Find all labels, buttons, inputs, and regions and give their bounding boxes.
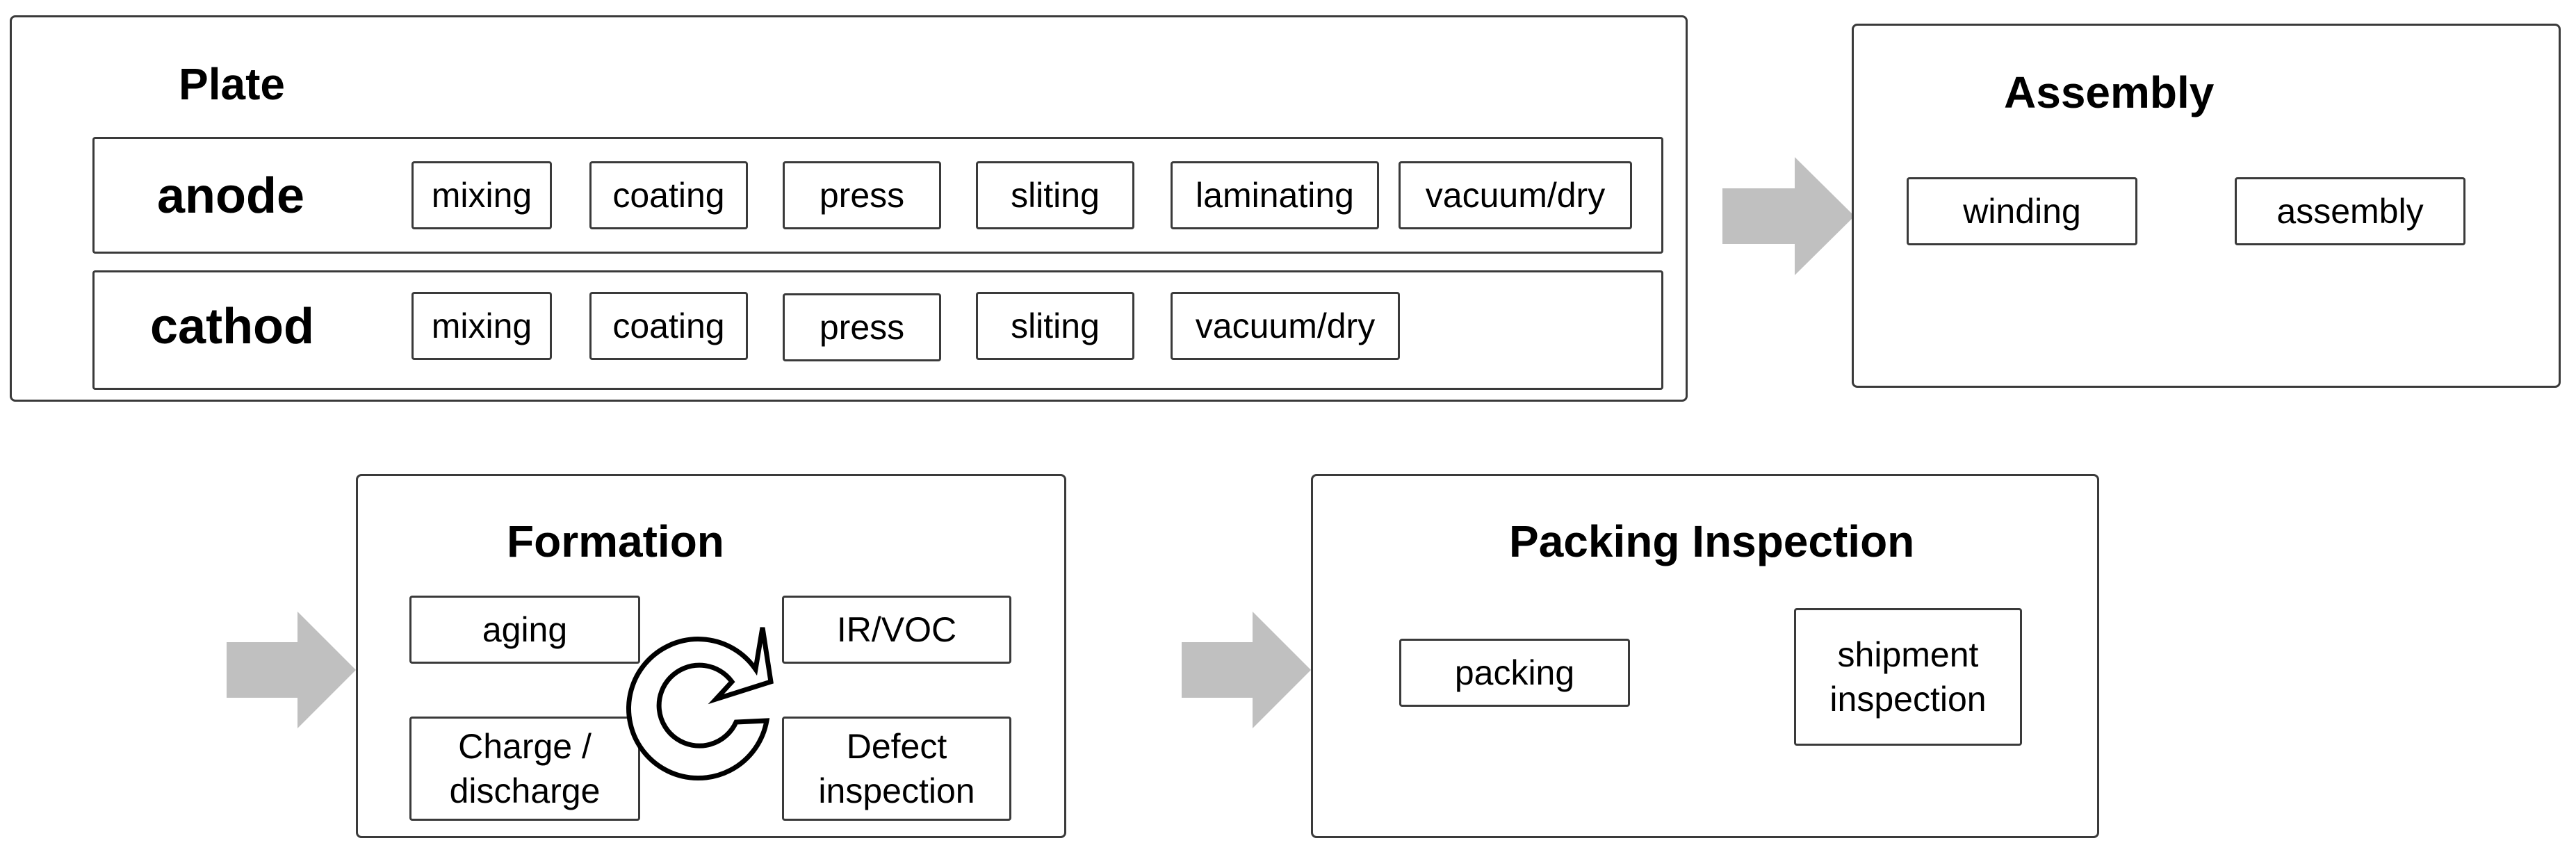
anode-row: anode mixing coating press sliting lamin… (92, 137, 1663, 254)
plate-title: Plate (179, 59, 285, 109)
cathode-label: cathod (150, 299, 315, 354)
formation-step-defect-inspection[interactable]: Defect inspection (782, 717, 1011, 821)
formation-panel: Formation aging IR/VOC Charge / discharg… (356, 474, 1066, 838)
cathode-step-press[interactable]: press (783, 293, 941, 361)
anode-step-press[interactable]: press (783, 161, 941, 229)
formation-step-aging[interactable]: aging (409, 596, 640, 664)
assembly-title: Assembly (2004, 67, 2215, 117)
packing-panel: Packing Inspection packing shipment insp… (1311, 474, 2099, 838)
cathode-step-mixing[interactable]: mixing (411, 292, 552, 360)
assembly-panel: Assembly winding assembly (1852, 24, 2561, 388)
anode-step-coating[interactable]: coating (589, 161, 748, 229)
anode-step-vacuum-dry[interactable]: vacuum/dry (1399, 161, 1632, 229)
packing-step-shipment-inspection[interactable]: shipment inspection (1794, 608, 2022, 746)
cathode-step-vacuum-dry[interactable]: vacuum/dry (1171, 292, 1400, 360)
cathode-step-coating[interactable]: coating (589, 292, 748, 360)
flow-arrow-icon (1182, 612, 1311, 728)
flow-arrow-icon (227, 612, 356, 728)
assembly-step-winding[interactable]: winding (1907, 177, 2137, 245)
anode-step-mixing[interactable]: mixing (411, 161, 552, 229)
flow-arrow-icon (1722, 157, 1854, 275)
anode-step-sliting[interactable]: sliting (976, 161, 1134, 229)
formation-step-charge-discharge[interactable]: Charge / discharge (409, 717, 640, 821)
anode-step-laminating[interactable]: laminating (1171, 161, 1379, 229)
formation-title: Formation (507, 516, 724, 566)
cathode-step-sliting[interactable]: sliting (976, 292, 1134, 360)
anode-label: anode (157, 168, 305, 224)
assembly-step-assembly[interactable]: assembly (2235, 177, 2465, 245)
cathode-row: cathod mixing coating press sliting vacu… (92, 270, 1663, 390)
plate-panel: Plate anode mixing coating press sliting… (10, 15, 1688, 402)
packing-step-packing[interactable]: packing (1399, 639, 1630, 707)
cycle-arrow-icon (626, 627, 774, 781)
packing-title: Packing Inspection (1509, 516, 1915, 566)
formation-step-ir-voc[interactable]: IR/VOC (782, 596, 1011, 664)
